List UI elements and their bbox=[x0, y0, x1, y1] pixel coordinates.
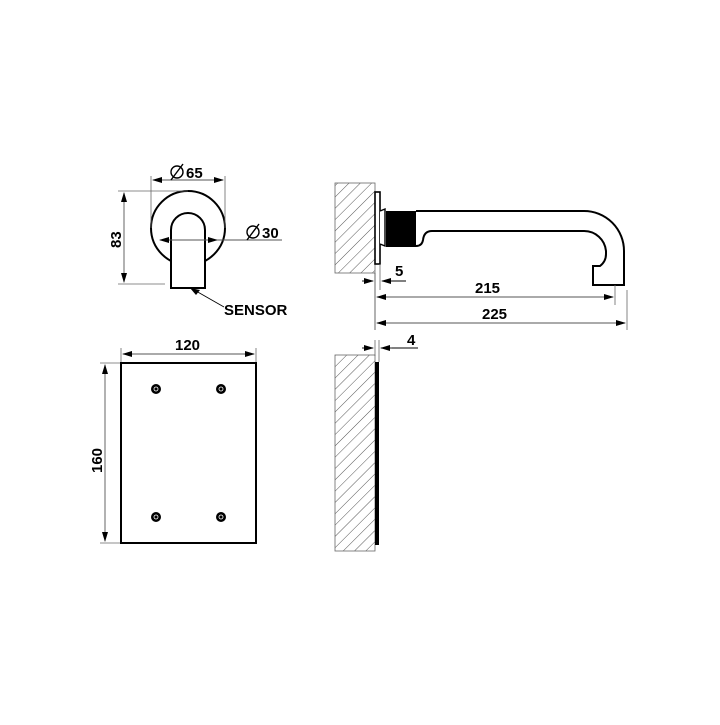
sensor-label: SENSOR bbox=[224, 302, 288, 319]
dimension-thickness-4: 4 bbox=[362, 332, 418, 362]
screw-icon bbox=[216, 384, 226, 394]
dimension-label-65: 65 bbox=[186, 165, 203, 182]
screw-icon bbox=[151, 384, 161, 394]
dimension-label-120: 120 bbox=[175, 337, 200, 354]
plate-side-view bbox=[334, 354, 379, 552]
screw-icon bbox=[151, 512, 161, 522]
plate-front-view bbox=[120, 362, 257, 544]
dimension-flange-5: 5 bbox=[362, 263, 406, 290]
dimension-label-215: 215 bbox=[475, 280, 500, 297]
spout-front-view bbox=[150, 190, 226, 289]
dimension-diameter-65: 65 bbox=[150, 163, 226, 228]
dimension-projection-215: 215 bbox=[374, 273, 616, 330]
dimension-height-83: 83 bbox=[108, 190, 188, 285]
dimension-label-160: 160 bbox=[89, 448, 106, 473]
screw-icon bbox=[216, 512, 226, 522]
diameter-symbol-icon bbox=[246, 223, 260, 241]
dimension-label-5: 5 bbox=[395, 263, 403, 280]
spout-side-view bbox=[334, 182, 625, 286]
dimension-label-83: 83 bbox=[108, 231, 125, 248]
dimension-label-4: 4 bbox=[407, 332, 416, 349]
diameter-symbol-icon bbox=[170, 163, 184, 181]
dimension-width-120: 120 bbox=[120, 337, 257, 362]
dimension-diameter-30: 30 bbox=[159, 223, 282, 243]
sensor-callout: SENSOR bbox=[190, 288, 288, 319]
dimension-label-30: 30 bbox=[262, 225, 279, 242]
dimension-height-160: 160 bbox=[89, 362, 120, 544]
dimension-label-225: 225 bbox=[482, 306, 507, 323]
dimension-overall-225: 225 bbox=[376, 290, 628, 330]
